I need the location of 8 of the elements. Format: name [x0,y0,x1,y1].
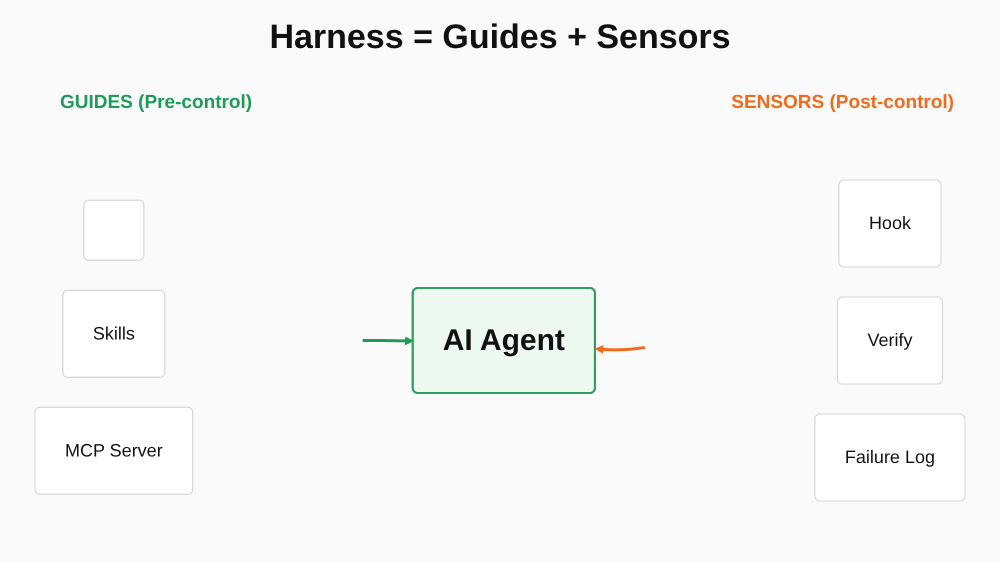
column-heading: SENSORS (Post-control) [731,92,954,114]
arrow [595,344,646,354]
node-text: Hook [868,212,911,232]
arrow [362,336,414,345]
node-text: Failure Log [844,446,935,466]
column-heading: GUIDES (Pre-control) [60,92,252,114]
node-text: Verify [867,330,912,350]
diagram-title: Harness = Guides + Sensors [268,18,732,57]
